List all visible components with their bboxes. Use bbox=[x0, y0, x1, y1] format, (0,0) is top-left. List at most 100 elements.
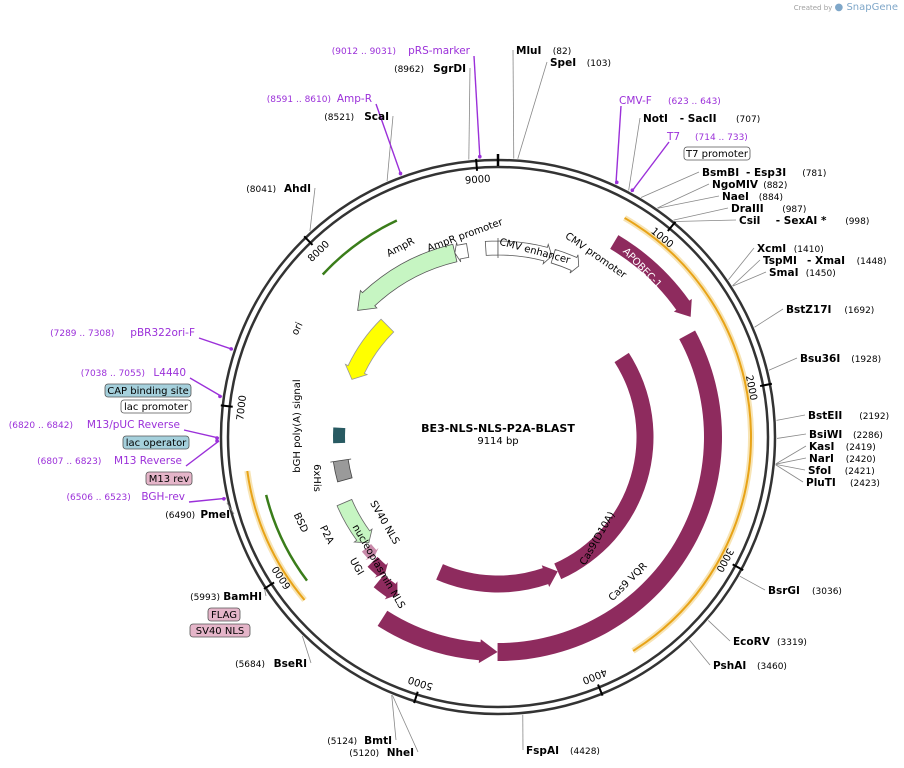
site-pos: (2421) bbox=[845, 467, 875, 477]
primer-pbr322ori-f: pBR322ori-F bbox=[130, 327, 195, 339]
site-bsrgi: BsrGI bbox=[768, 585, 800, 597]
site-pos: (5120) bbox=[349, 749, 379, 759]
site-leader bbox=[309, 187, 316, 231]
primer-site bbox=[215, 436, 219, 440]
site-pos: (4428) bbox=[570, 747, 600, 757]
primer-leader bbox=[185, 440, 220, 467]
site-leader bbox=[226, 502, 235, 515]
feature-label-bsd: BSD bbox=[291, 511, 310, 535]
apobec-1-arrow bbox=[610, 235, 692, 317]
site-leader bbox=[768, 357, 798, 371]
site-leader bbox=[775, 457, 807, 465]
site-pmei: PmeI bbox=[200, 509, 230, 521]
site-leader bbox=[264, 590, 267, 597]
site-pshai: PshAI bbox=[713, 660, 746, 672]
primer-l4440: L4440 bbox=[153, 367, 186, 379]
site-pos: (3460) bbox=[757, 662, 787, 672]
site-leader bbox=[776, 433, 807, 439]
feature-box bbox=[145, 471, 193, 486]
site-leader bbox=[775, 445, 807, 465]
feature-box bbox=[207, 607, 241, 622]
feature-box bbox=[683, 146, 751, 161]
site-pluti: PluTI bbox=[806, 477, 836, 489]
site-leader bbox=[775, 463, 806, 471]
primer-site bbox=[478, 154, 482, 159]
primer-range: (714 .. 733) bbox=[695, 133, 748, 143]
tick-mark bbox=[220, 404, 233, 408]
cmv-promoter-arrow bbox=[550, 249, 580, 274]
primer-range: (7289 .. 7308) bbox=[50, 329, 114, 339]
credit-brand: SnapGene bbox=[846, 2, 898, 13]
feature-label-ori: ori bbox=[290, 321, 306, 338]
site-leader bbox=[657, 195, 720, 209]
primer-site bbox=[398, 171, 403, 176]
tick-label: 9000 bbox=[465, 174, 491, 187]
primer-site bbox=[630, 188, 635, 192]
site-pos: (3319) bbox=[777, 638, 807, 648]
ugi-arrow bbox=[373, 574, 398, 600]
primer-leader bbox=[630, 141, 670, 193]
site-pos: (882) bbox=[763, 181, 787, 191]
feature-box-label: FLAG bbox=[211, 610, 237, 621]
site-kasi: KasI bbox=[809, 441, 834, 453]
primer-leader bbox=[198, 337, 234, 351]
site-pos: (5993) bbox=[190, 593, 220, 603]
primer-range: (6820 .. 6842) bbox=[9, 421, 73, 431]
site-leader bbox=[302, 635, 312, 664]
site-leader bbox=[707, 620, 731, 642]
site-sfoi: SfoI bbox=[808, 465, 831, 477]
site-leader bbox=[732, 271, 767, 287]
site-suffix: - SexAI * bbox=[776, 215, 827, 227]
feature-box-label: T7 promoter bbox=[685, 149, 749, 160]
site-bseri: BseRI bbox=[274, 658, 307, 670]
site-noti: NotI bbox=[643, 113, 668, 125]
site-pos: (2286) bbox=[853, 431, 883, 441]
site-pos: (2423) bbox=[850, 479, 880, 489]
tick-mark bbox=[732, 563, 744, 572]
primer-range: (7038 .. 7055) bbox=[81, 369, 145, 379]
primer-leader bbox=[615, 105, 622, 185]
primer-leader bbox=[189, 377, 223, 398]
site-smai: SmaI bbox=[769, 267, 799, 279]
tick-mark bbox=[597, 684, 604, 697]
tick-mark bbox=[303, 235, 314, 246]
feature-box-label: SV40 NLS bbox=[196, 626, 245, 637]
site-pos: (2419) bbox=[846, 443, 876, 453]
site-pos: (987) bbox=[782, 205, 806, 215]
site-leader bbox=[391, 694, 397, 741]
site-leader bbox=[628, 117, 641, 191]
ampr-arrow bbox=[357, 243, 458, 311]
primer-range: (6807 .. 6823) bbox=[37, 457, 101, 467]
site-pos: (3036) bbox=[812, 587, 842, 597]
site-pos: (2192) bbox=[859, 412, 889, 422]
annotation-labels: MluI(82)SpeI(103)NotI- SacII(707)BsmBI- … bbox=[9, 45, 889, 759]
site-bsu36i: Bsu36I bbox=[800, 353, 840, 365]
site-nari: NarI bbox=[809, 453, 834, 465]
tick-mark bbox=[413, 691, 419, 704]
ori-arrow bbox=[344, 318, 395, 380]
site-pos: (8041) bbox=[246, 185, 276, 195]
site-leader bbox=[657, 183, 710, 209]
cmv-enhancer-b bbox=[497, 240, 553, 265]
site-pos: (1692) bbox=[844, 306, 874, 316]
site-mlui: MluI bbox=[516, 45, 541, 57]
orange-region bbox=[624, 217, 752, 652]
site-leader bbox=[732, 259, 761, 287]
feature-label-sv40-nls: SV40 NLS bbox=[367, 499, 401, 547]
site-bsteii: BstEII bbox=[808, 410, 842, 422]
orange-halo-2 bbox=[244, 470, 307, 602]
site-pos: (5684) bbox=[235, 660, 265, 670]
primer-site bbox=[229, 347, 233, 351]
feature-box bbox=[120, 399, 192, 414]
site-bamhi: BamHI bbox=[223, 591, 262, 603]
feature-box bbox=[104, 383, 192, 398]
tick-label: 4000 bbox=[581, 666, 609, 686]
site-pos: (8962) bbox=[394, 65, 424, 75]
primer-leader bbox=[375, 103, 402, 176]
bsd-arrow bbox=[336, 498, 373, 544]
p2a-arrow bbox=[361, 543, 379, 561]
credit-prefix: Created by bbox=[793, 4, 833, 12]
site-pos: (1928) bbox=[851, 355, 881, 365]
primer-m13-puc-reverse: M13/pUC Reverse bbox=[87, 419, 180, 431]
